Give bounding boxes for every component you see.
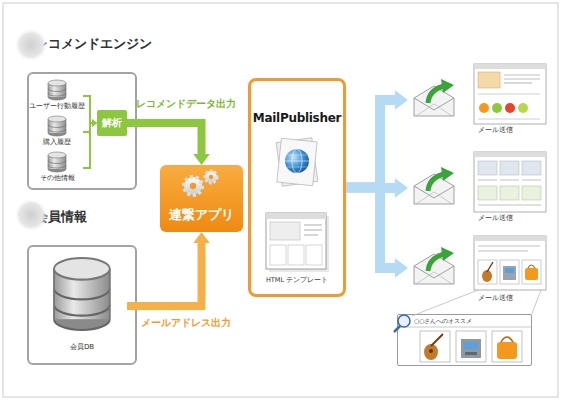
template-label: HTML テンプレート bbox=[255, 276, 339, 284]
panel-heading: 会員情報 bbox=[35, 209, 155, 225]
popup-heading: ○○さんへのオススメ bbox=[414, 317, 529, 325]
connector-line bbox=[127, 123, 202, 158]
outer-frame bbox=[3, 3, 558, 397]
edge-label: レコメンドデータ出力 bbox=[126, 98, 246, 110]
database-label: 会員DB bbox=[37, 343, 127, 352]
mail-send: メール送信 bbox=[408, 232, 548, 304]
connector-line bbox=[346, 183, 400, 194]
arrow-head bbox=[193, 232, 210, 243]
link-app-box: 連繋アプリ bbox=[160, 165, 243, 232]
arrow-head bbox=[193, 154, 210, 165]
mail-preview bbox=[474, 152, 546, 212]
data-source: ユーザー行動履歴 bbox=[31, 80, 83, 112]
data-source-label: 購入履歴 bbox=[27, 138, 87, 146]
edge-label: メールアドレス出力 bbox=[126, 317, 246, 329]
mail-preview bbox=[474, 236, 546, 290]
connector-arrow bbox=[346, 188, 408, 278]
connector-line bbox=[346, 188, 400, 269]
panel-heading: レコメンドエンジン bbox=[35, 36, 175, 52]
connector-line bbox=[346, 100, 400, 188]
connector-arrow bbox=[346, 90, 408, 187]
connector-arrow bbox=[127, 232, 210, 306]
data-source-label: ユーザー行動履歴 bbox=[27, 102, 87, 110]
link-app-label: 連繋アプリ bbox=[160, 207, 243, 222]
connector-arrow bbox=[83, 119, 97, 168]
recommend-popup: ○○さんへのオススメ bbox=[397, 314, 532, 366]
member-database-icon bbox=[54, 258, 110, 330]
connector-arrow bbox=[83, 119, 97, 132]
connector-line bbox=[127, 239, 202, 306]
connector-arrow bbox=[346, 178, 408, 198]
connector-arrow bbox=[83, 96, 97, 127]
connector-line bbox=[83, 123, 94, 168]
analysis-label: 解析 bbox=[97, 110, 127, 136]
mail-send-label: メール送信 bbox=[478, 214, 548, 222]
zoom-lines bbox=[412, 290, 541, 316]
arrow-head bbox=[395, 178, 408, 198]
arrow-head bbox=[395, 90, 408, 110]
database-icons bbox=[48, 80, 66, 172]
mail-publisher-box: MailPublisherHTML テンプレート bbox=[248, 78, 346, 297]
product-name: MailPublisher bbox=[251, 111, 343, 126]
data-source: 購入履歴 bbox=[31, 116, 83, 148]
mail-preview bbox=[474, 64, 546, 124]
envelope-icons bbox=[414, 79, 454, 284]
mail-send: メール送信 bbox=[408, 148, 548, 228]
data-source-label: その他情報 bbox=[27, 174, 87, 182]
connector-line bbox=[83, 123, 94, 132]
data-source: その他情報 bbox=[31, 152, 83, 184]
member-panel: 会員情報会員DB bbox=[27, 245, 137, 365]
analysis-box: 解析 bbox=[97, 110, 127, 136]
mail-send: メール送信 bbox=[408, 60, 548, 140]
member-database: 会員DB bbox=[37, 253, 127, 359]
html-template: HTML テンプレート bbox=[261, 211, 333, 289]
engine-panel: レコメンドエンジンユーザー行動履歴購入履歴その他情報解析 bbox=[27, 72, 137, 190]
mail-send-label: メール送信 bbox=[478, 294, 548, 302]
connector-arrow bbox=[127, 123, 210, 165]
mail-send-label: メール送信 bbox=[478, 126, 548, 134]
arrow-head bbox=[395, 258, 408, 278]
